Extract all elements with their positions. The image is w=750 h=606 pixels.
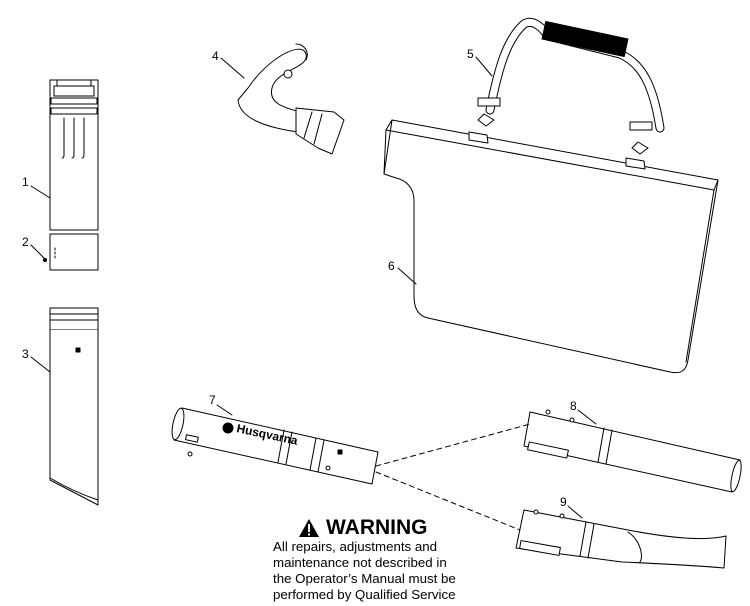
warning-line: All repairs, adjustments and [273,539,438,554]
callout-5: 5 [467,47,474,61]
warning-line: performed by Qualified Service [273,587,456,602]
part-2-coupler [42,233,99,271]
callout-3: 3 [22,347,29,361]
part-6-bag [383,119,719,374]
part-1-tube [49,79,99,231]
callout-4: 4 [212,49,219,63]
part-5-strap [477,18,665,155]
callout-1: 1 [22,175,29,189]
warning-line: maintenance not described in [273,555,447,570]
callout-2: 2 [22,235,29,249]
part-7-tube [171,407,379,485]
part-4-elbow [237,43,345,155]
callout-8: 8 [570,399,577,413]
connector-line-9 [375,471,521,531]
callout-6: 6 [388,259,395,273]
part-8-nozzle [523,409,742,493]
part-9-nozzle [515,509,727,569]
warning-icon [299,519,319,537]
warning-line: the Operator’s Manual must be [273,571,456,586]
warning-title: WARNING [326,516,428,539]
leader-lines [30,56,597,519]
callout-9: 9 [560,495,567,509]
warning-text: All repairs, adjustments and maintenance… [273,539,503,603]
callout-7: 7 [209,393,216,407]
part-3-nozzle [49,307,99,506]
warning-heading: WARNING [298,516,428,540]
connector-line-8 [375,423,531,467]
